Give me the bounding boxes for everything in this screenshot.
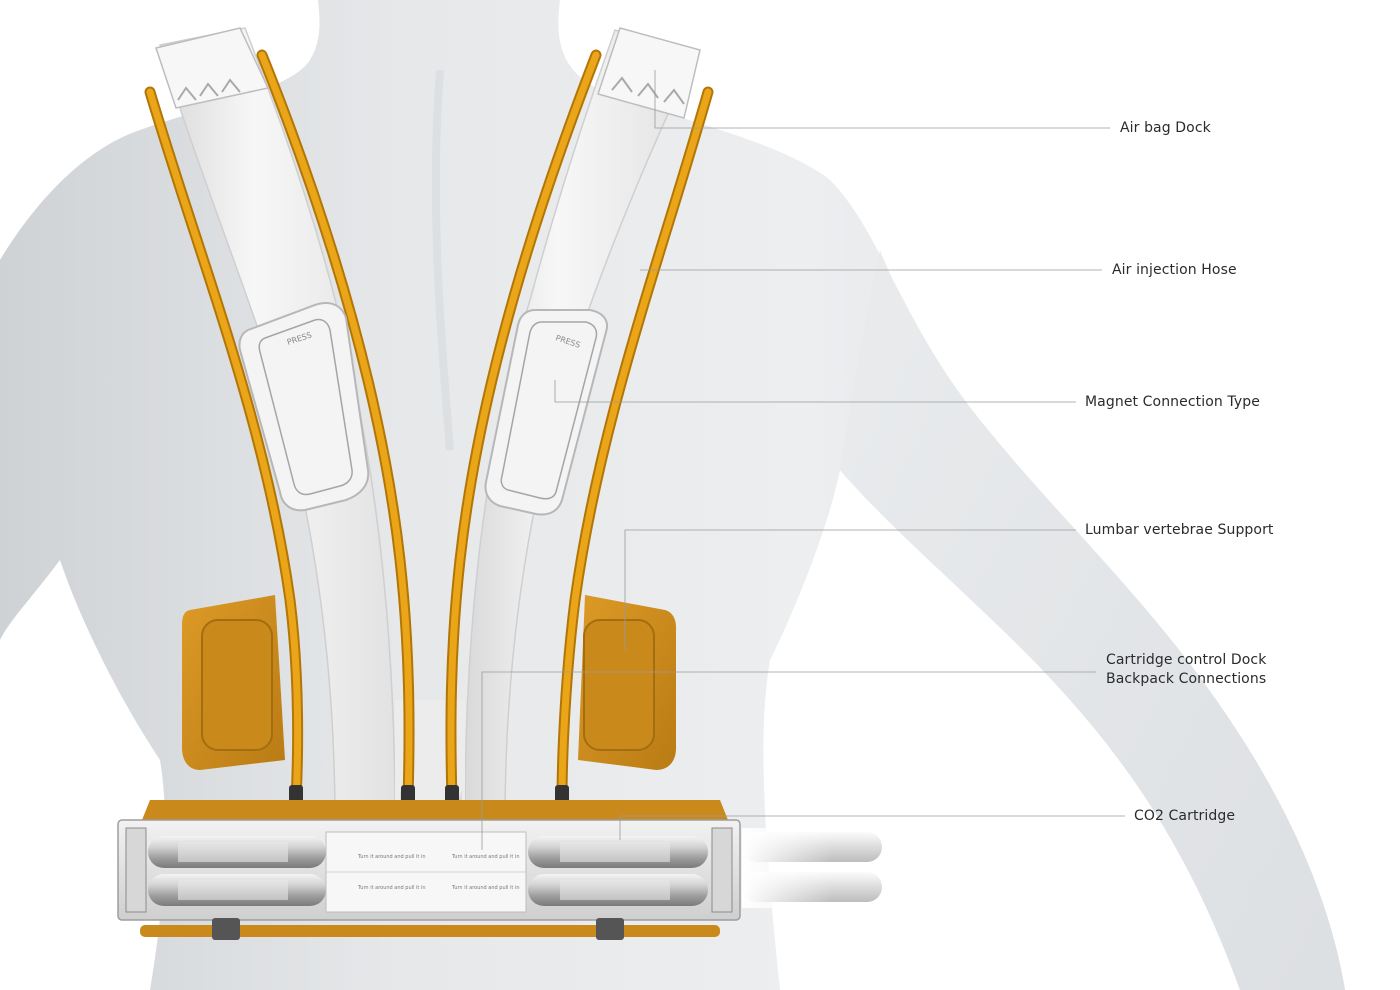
- turn-label-1: Turn it around and pull it in: [357, 854, 426, 860]
- co2-cartridge-group: [148, 836, 708, 906]
- callout-magnet-connection-type: Magnet Connection Type: [1085, 393, 1260, 412]
- air-bag-dock-left: [155, 27, 270, 109]
- callout-air-bag-dock: Air bag Dock: [1120, 119, 1211, 138]
- leader-cartridge-dock: [481, 671, 1096, 850]
- callout-leader-lines: [481, 70, 1125, 850]
- callout-air-injection-hose-text: Air injection Hose: [1112, 262, 1237, 278]
- magnet-connection-left: PRESS: [238, 302, 370, 512]
- leader-lumbar-support: [624, 529, 1076, 650]
- callout-cartridge-control-dock: Cartridge control Dock Backpack Connecti…: [1106, 651, 1266, 689]
- callout-co2-cartridge: CO2 Cartridge: [1134, 807, 1235, 826]
- turn-label-4: Turn it around and pull it in: [451, 885, 520, 891]
- callout-air-injection-hose: Air injection Hose: [1112, 261, 1237, 280]
- callout-lumbar-vertebrae-support: Lumbar vertebrae Support: [1085, 521, 1274, 540]
- air-injection-hose: [144, 49, 714, 813]
- turn-label-3: Turn it around and pull it in: [357, 885, 426, 891]
- co2-cartridge-ejected: [742, 828, 882, 908]
- callout-magnet-connection-type-text: Magnet Connection Type: [1085, 394, 1260, 410]
- leader-co2-cartridge: [619, 815, 1125, 840]
- callout-co2-cartridge-text: CO2 Cartridge: [1134, 808, 1236, 824]
- callout-lumbar-vertebrae-support-text: Lumbar vertebrae Support: [1085, 522, 1274, 538]
- callout-cartridge-control-dock-text: Cartridge control Dock: [1106, 652, 1267, 668]
- lumbar-vertebrae-support: [140, 595, 730, 825]
- callout-air-bag-dock-text: Air bag Dock: [1120, 120, 1211, 136]
- turn-label-2: Turn it around and pull it in: [451, 854, 520, 860]
- leader-air-bag-dock: [654, 70, 1110, 129]
- magnet-connection-right: PRESS: [484, 309, 608, 516]
- callout-backpack-connections-text: Backpack Connections: [1106, 671, 1267, 687]
- leader-magnet-connection: [554, 380, 1076, 403]
- air-bag-dock-right: [597, 27, 701, 119]
